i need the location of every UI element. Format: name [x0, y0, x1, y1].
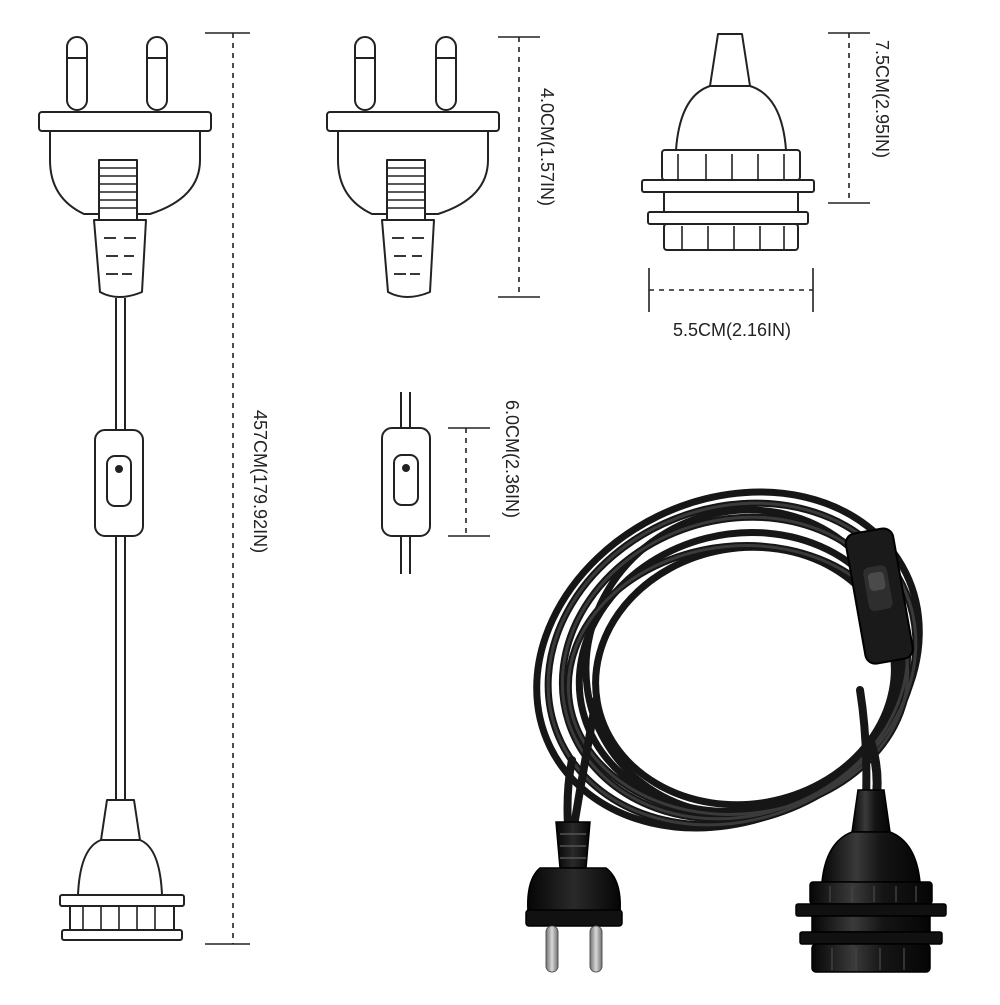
socket-detail-drawing — [641, 33, 815, 251]
plug-detail-drawing — [326, 36, 500, 298]
plug-icon — [38, 36, 212, 298]
switch-detail-icon — [381, 427, 431, 537]
socket-detail-icon — [641, 33, 815, 251]
plug-detail-icon — [326, 36, 500, 298]
plug-height-dimension — [498, 36, 540, 298]
plug-height-label: 4.0CM(1.57IN) — [537, 88, 557, 206]
socket-width-label: 5.5CM(2.16IN) — [673, 320, 791, 340]
lamp-socket-photo — [795, 789, 947, 973]
inline-switch-icon — [94, 429, 144, 537]
total-length-label: 457CM(179.92IN) — [250, 410, 270, 553]
switch-photo — [844, 527, 914, 665]
switch-length-dimension — [448, 427, 490, 537]
plug-photo — [525, 821, 623, 973]
full-assembly-drawing — [38, 36, 212, 941]
socket-width-dimension — [648, 268, 814, 312]
socket-height-label: 7.5CM(2.95IN) — [872, 40, 892, 158]
switch-detail-drawing — [381, 392, 431, 574]
total-length-dimension — [205, 32, 250, 945]
switch-length-label: 6.0CM(2.36IN) — [502, 400, 522, 518]
lamp-socket-icon — [59, 799, 185, 941]
coiled-cable-photo — [525, 488, 947, 973]
socket-height-dimension — [828, 32, 870, 204]
